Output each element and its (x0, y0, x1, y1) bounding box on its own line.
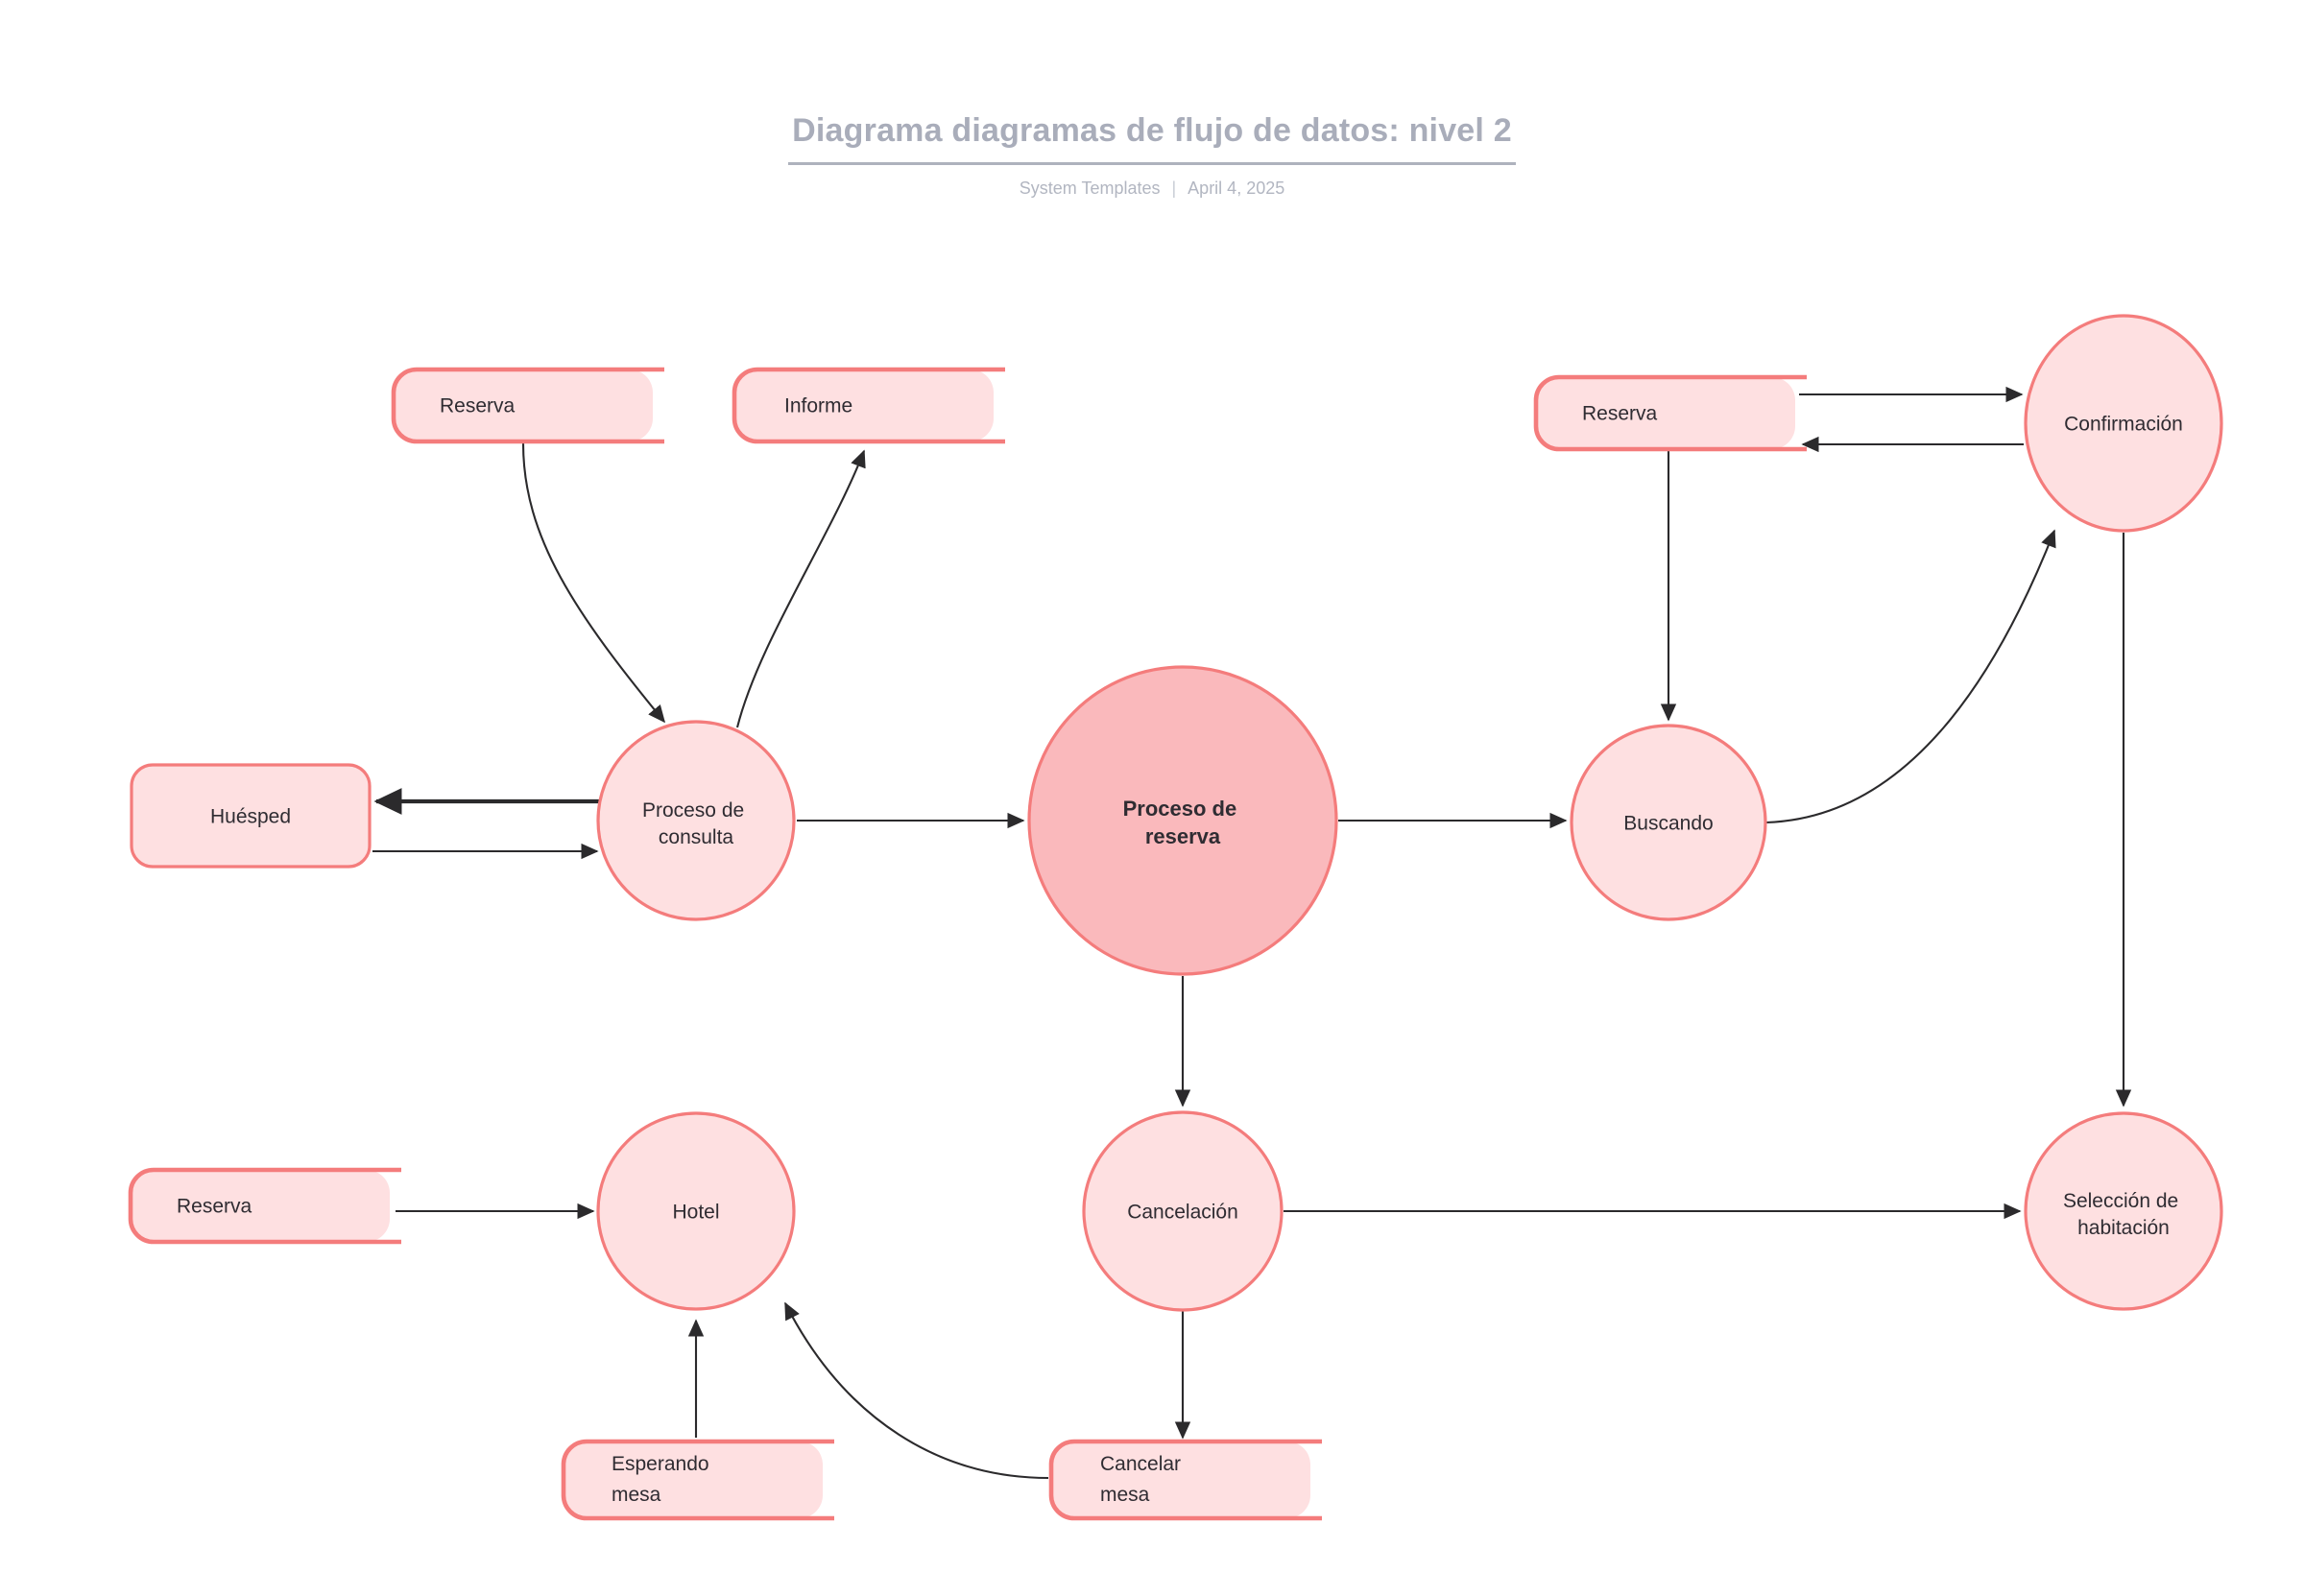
node-esperando-mesa[interactable]: Esperando mesa (561, 1439, 834, 1521)
reserva-bottom-label: Reserva (177, 1196, 252, 1218)
proceso-consulta-label: Proceso de consulta (642, 799, 750, 848)
cancelar-mesa-stroke (1048, 1439, 1322, 1521)
document-subtitle: System Templates | April 4, 2025 (0, 179, 2304, 199)
node-confirmacion[interactable]: Confirmación (2024, 314, 2223, 533)
document-header: Diagrama diagramas de flujo de datos: ni… (0, 112, 2304, 199)
page-title: Diagrama diagramas de flujo de datos: ni… (788, 112, 1516, 166)
seleccion-habitacion-shape (2024, 1111, 2223, 1311)
node-informe[interactable]: Informe (732, 367, 1005, 444)
huesped-shape (130, 763, 372, 869)
informe-fill (734, 369, 994, 441)
proceso-consulta-shape (596, 720, 796, 921)
edge-cancelar-mesa-to-hotel (784, 1301, 1049, 1480)
node-reserva-right[interactable]: Reserva (1533, 374, 1807, 452)
esperando-mesa-fill (564, 1441, 823, 1518)
proceso-reserva-label: Proceso de reserva (1123, 797, 1243, 848)
reserva-right-stroke (1533, 374, 1807, 452)
reserva-right-label: Reserva (1582, 403, 1658, 425)
reserva-top-label: Reserva (440, 395, 516, 417)
cancelacion-shape (1082, 1110, 1284, 1312)
node-huesped[interactable]: Huésped (130, 763, 372, 869)
reserva-top-stroke (391, 367, 664, 444)
edge-buscando-to-confirmacion (1765, 529, 2056, 824)
edge-proceso-consulta-to-informe (735, 449, 866, 728)
node-cancelar-mesa[interactable]: Cancelar mesa (1048, 1439, 1322, 1521)
document-author: System Templates (1019, 179, 1161, 199)
seleccion-habitacion-label: Selección de habitación (2063, 1190, 2184, 1239)
buscando-shape (1570, 724, 1767, 921)
node-reserva-top[interactable]: Reserva (391, 367, 664, 444)
cancelacion-label: Cancelación (1127, 1202, 1238, 1224)
reserva-top-fill (394, 369, 653, 441)
hotel-label: Hotel (672, 1202, 719, 1224)
edge-reserva-to-proceso-consulta (521, 442, 665, 724)
esperando-mesa-label: Esperando mesa (612, 1453, 714, 1506)
cancelar-mesa-label: Cancelar mesa (1100, 1453, 1187, 1506)
reserva-bottom-stroke (128, 1167, 401, 1245)
node-proceso-reserva[interactable]: Proceso de reserva (1027, 665, 1338, 976)
node-buscando[interactable]: Buscando (1570, 724, 1767, 921)
node-cancelacion[interactable]: Cancelación (1082, 1110, 1284, 1312)
node-proceso-consulta[interactable]: Proceso de consulta (596, 720, 796, 921)
esperando-mesa-stroke (561, 1439, 834, 1521)
informe-label: Informe (784, 395, 852, 417)
node-reserva-bottom[interactable]: Reserva (128, 1167, 401, 1245)
edge-layer (372, 386, 2132, 1480)
reserva-bottom-fill (131, 1170, 390, 1242)
proceso-reserva-shape (1027, 665, 1338, 976)
confirmacion-label: Confirmación (2064, 414, 2183, 436)
cancelar-mesa-fill (1051, 1441, 1310, 1518)
node-hotel[interactable]: Hotel (596, 1111, 796, 1311)
document-date: April 4, 2025 (1188, 179, 1285, 199)
informe-stroke (732, 367, 1005, 444)
buscando-label: Buscando (1623, 813, 1713, 835)
subtitle-separator: | (1171, 179, 1177, 199)
node-seleccion-habitacion[interactable]: Selección de habitación (2024, 1111, 2223, 1311)
confirmacion-shape (2024, 314, 2223, 533)
hotel-shape (596, 1111, 796, 1311)
huesped-label: Huésped (210, 806, 291, 828)
reserva-right-fill (1536, 377, 1795, 449)
